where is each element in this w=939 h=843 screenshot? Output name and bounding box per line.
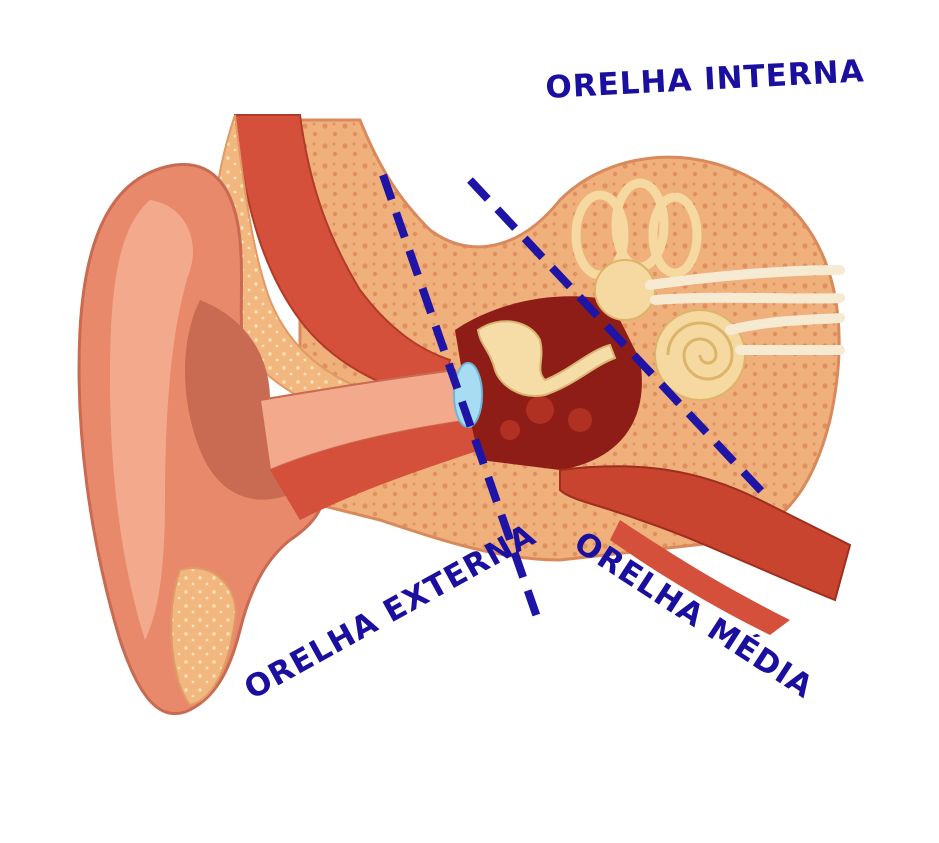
auditory-nerve (645, 265, 845, 356)
mastoid-cell (526, 396, 554, 424)
mastoid-cell (500, 420, 520, 440)
inner-ear-label: ORELHA INTERNA (545, 53, 866, 106)
earlobe (170, 567, 237, 707)
mastoid-cell (568, 408, 592, 432)
ear-canal-lower-tissue (270, 420, 480, 520)
ossicles (476, 320, 617, 397)
eustachian-tube (559, 465, 852, 602)
vestibule (594, 259, 656, 321)
lower-muscle (610, 520, 790, 635)
middle-inner-divider (467, 177, 768, 498)
helix-fold (110, 200, 194, 640)
